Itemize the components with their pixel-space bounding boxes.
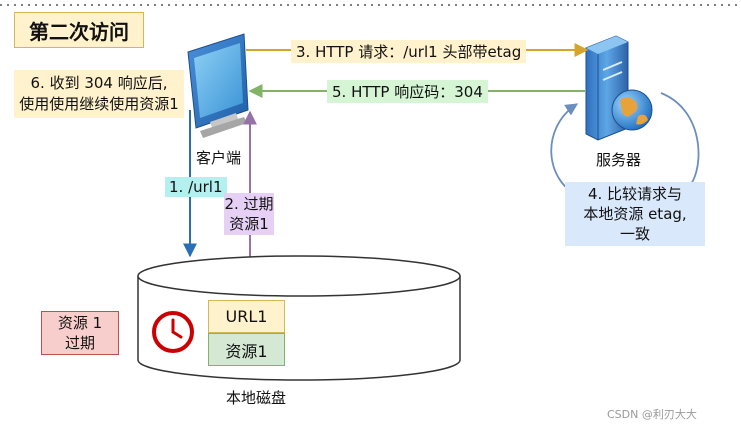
step6-note: 6. 收到 304 响应后, 使用使用继续使用资源1 <box>14 70 184 118</box>
expired-note-line2: 过期 <box>64 334 95 352</box>
step6-note-line2: 使用使用继续使用资源1 <box>19 95 179 113</box>
cache-resource-cell: 资源1 <box>208 333 285 366</box>
step4-label-line3: 一致 <box>619 225 650 243</box>
watermark: CSDN @利刃大大 <box>607 408 697 421</box>
clock-icon <box>152 311 194 353</box>
step1-label: 1. /url1 <box>165 177 227 197</box>
step4-label-line1: 4. 比较请求与 <box>587 185 683 203</box>
globe-icon <box>611 89 653 131</box>
step4-label: 4. 比较请求与 本地资源 etag, 一致 <box>565 182 705 246</box>
monitor-icon <box>187 33 249 138</box>
step5-label: 5. HTTP 响应码：304 <box>327 80 488 103</box>
step2-label: 2. 过期 资源1 <box>224 193 274 235</box>
step4-loop-right <box>660 92 700 188</box>
title-box: 第二次访问 <box>14 12 144 48</box>
step3-label: 3. HTTP 请求：/url1 头部带etag <box>291 40 527 63</box>
expired-note: 资源 1 过期 <box>41 311 119 355</box>
step2-label-line2: 资源1 <box>229 215 269 233</box>
cache-url-cell: URL1 <box>208 300 285 333</box>
step4-label-line2: 本地资源 etag, <box>583 205 687 223</box>
disk-label: 本地磁盘 <box>226 389 287 407</box>
step6-note-line1: 6. 收到 304 响应后, <box>30 74 168 92</box>
step2-label-line1: 2. 过期 <box>224 195 274 213</box>
server-label: 服务器 <box>596 151 642 169</box>
expired-note-line1: 资源 1 <box>57 314 103 332</box>
client-label: 客户端 <box>196 149 242 167</box>
